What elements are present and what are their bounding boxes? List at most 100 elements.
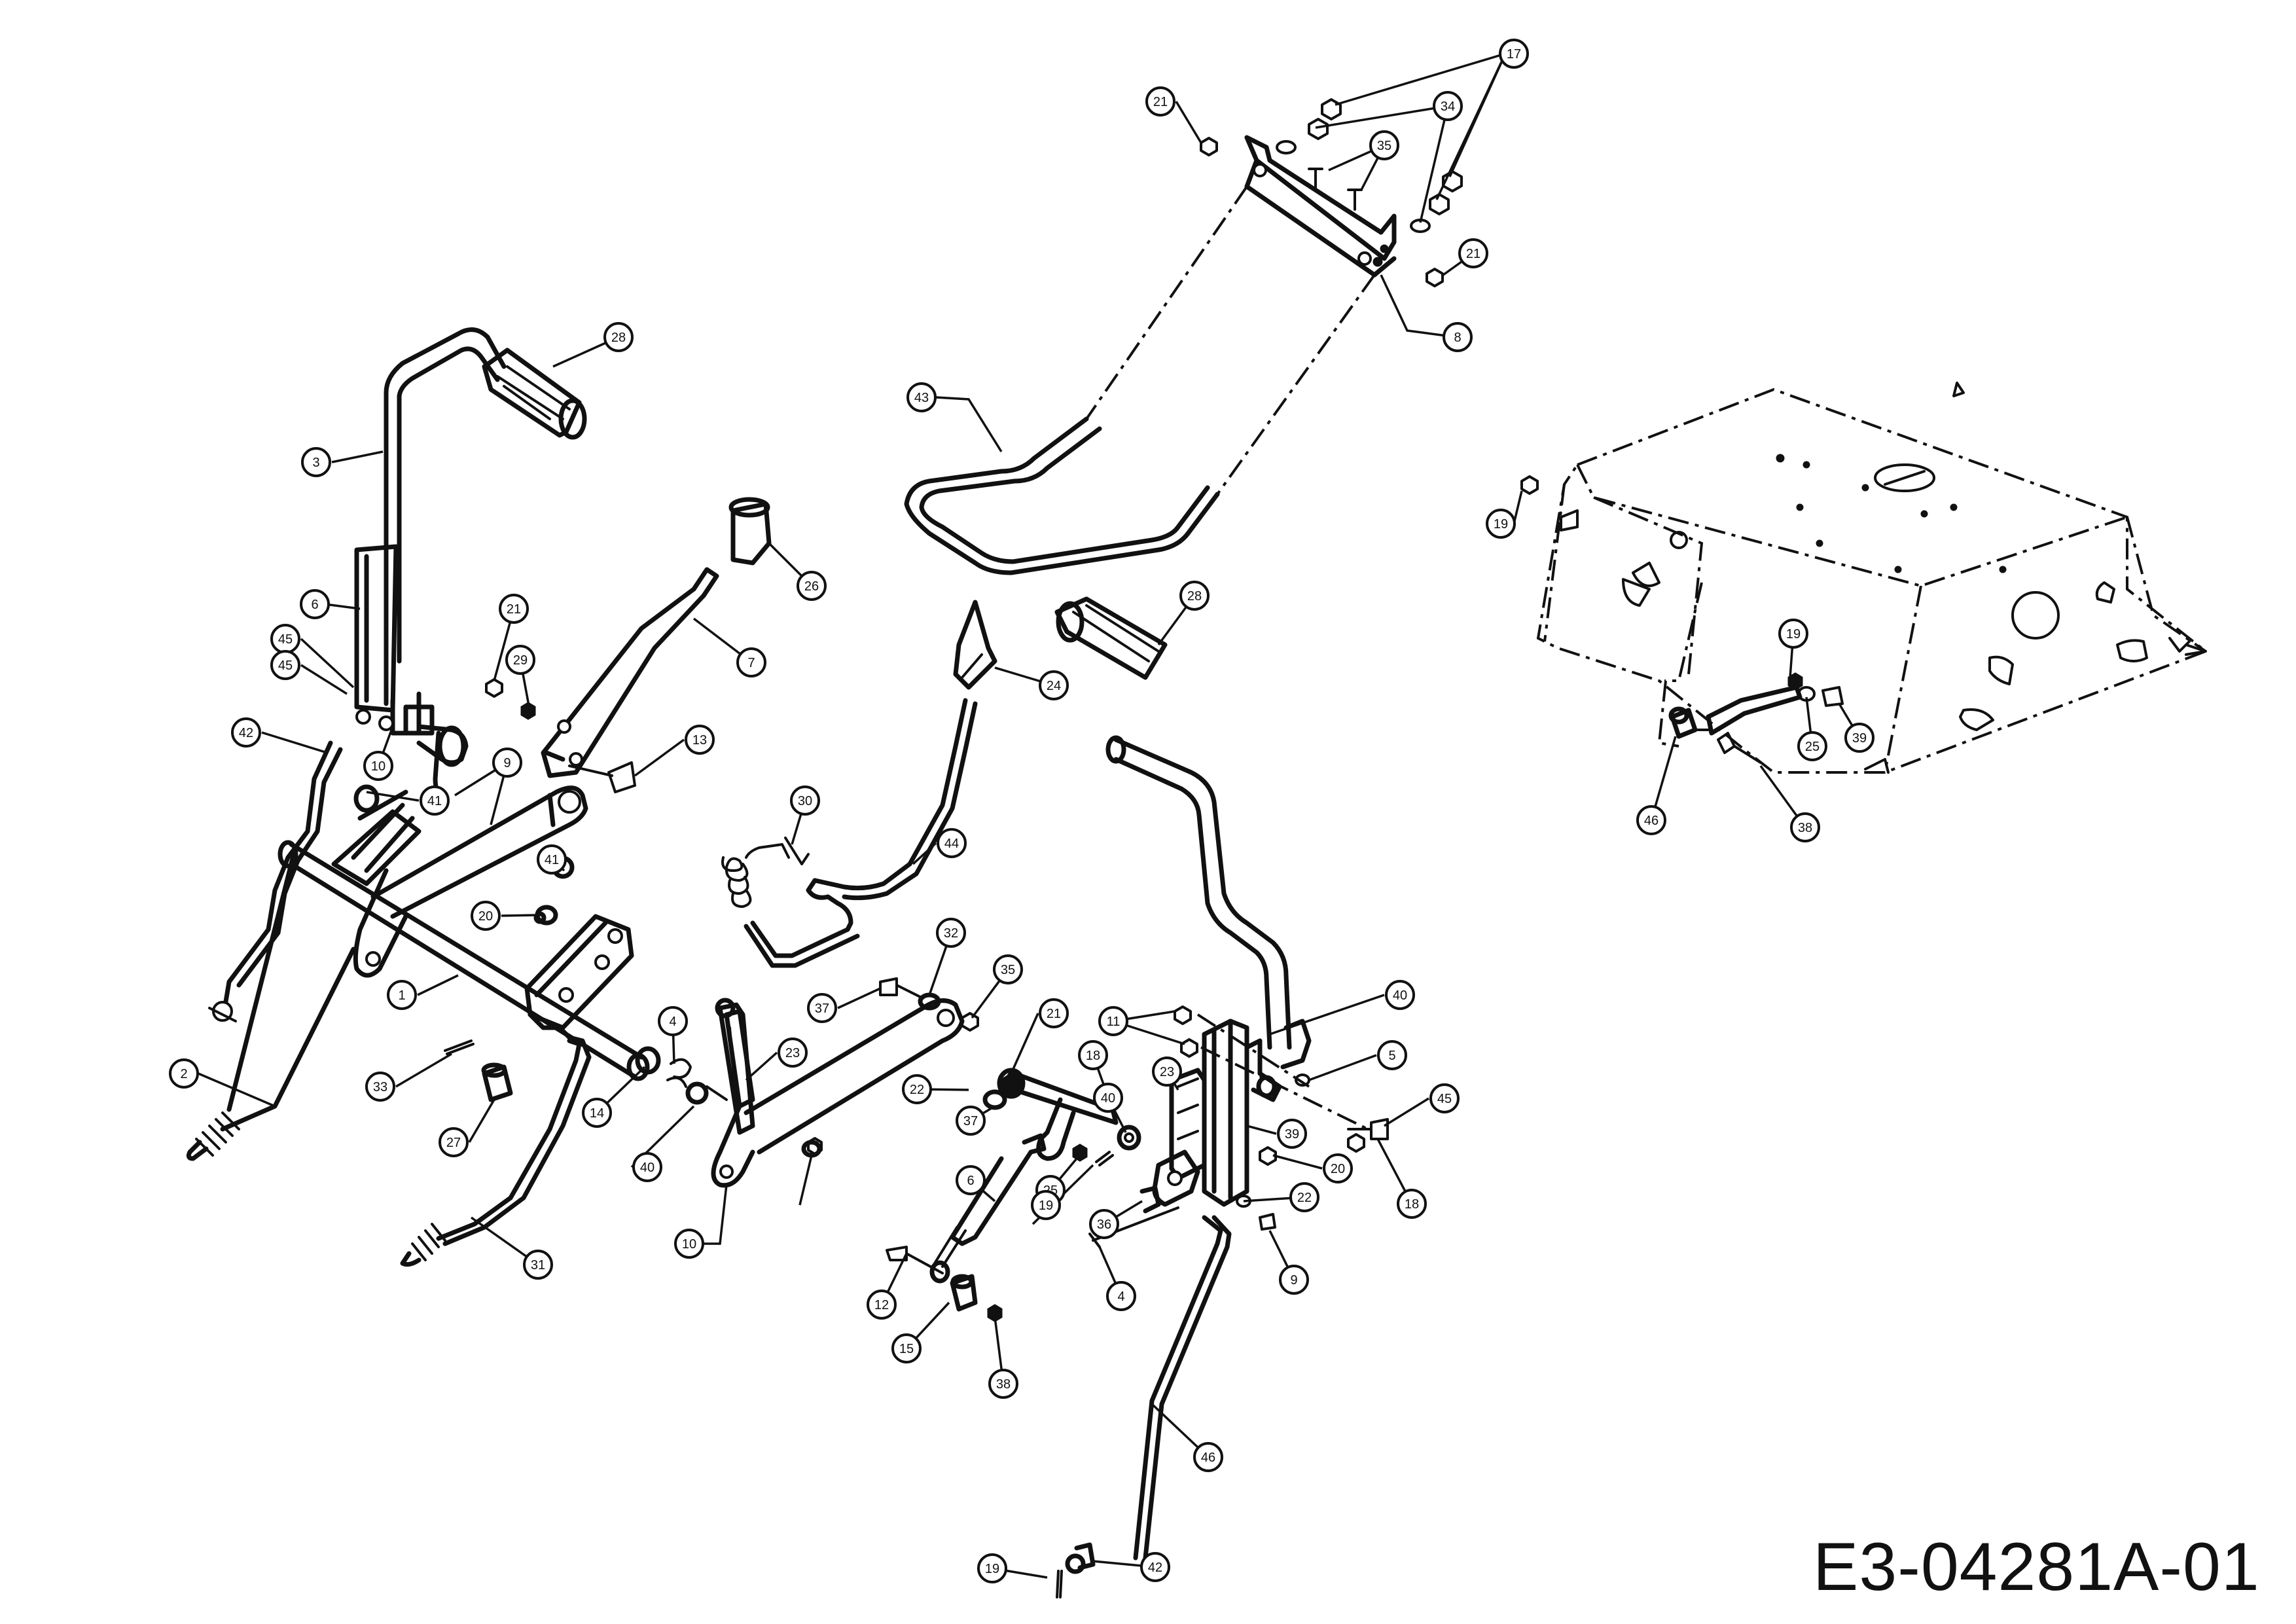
callout-circle bbox=[1193, 1442, 1223, 1472]
callout-circle bbox=[867, 1290, 897, 1320]
callout-number: 3 bbox=[312, 456, 319, 470]
callout-circle bbox=[420, 785, 450, 816]
callout-15: 15 bbox=[891, 1333, 922, 1363]
callout-circle bbox=[1179, 581, 1210, 611]
callout-number: 20 bbox=[1331, 1162, 1345, 1176]
bolt-38-right bbox=[886, 1246, 944, 1274]
callout-number: 22 bbox=[910, 1083, 924, 1097]
callout-38: 38 bbox=[988, 1369, 1018, 1399]
callout-30: 30 bbox=[790, 785, 820, 816]
drawing-reference-code: E3-04281A-01 bbox=[1813, 1529, 2260, 1605]
right-control-bar-2 bbox=[1105, 735, 1312, 1070]
callout-circle bbox=[582, 1098, 612, 1128]
callout-number: 9 bbox=[1290, 1273, 1297, 1288]
spacer-46-right bbox=[950, 1274, 978, 1312]
callout-circle bbox=[1145, 86, 1175, 117]
callout-number: 19 bbox=[1786, 627, 1801, 641]
right-lever-rod-44 bbox=[744, 698, 978, 968]
callout-circle bbox=[993, 954, 1023, 984]
callout-number: 40 bbox=[640, 1161, 655, 1175]
callout-number: 42 bbox=[239, 726, 253, 740]
callout-circle bbox=[1429, 1083, 1460, 1113]
callout-number: 40 bbox=[1393, 988, 1407, 1003]
callout-circle bbox=[537, 844, 567, 875]
callout-number: 44 bbox=[944, 837, 959, 851]
callout-circle bbox=[891, 1333, 922, 1363]
callout-circle bbox=[736, 647, 766, 677]
roll-pin-22-left bbox=[444, 1039, 475, 1055]
callout-37: 37 bbox=[807, 993, 837, 1023]
callout-20: 20 bbox=[1323, 1153, 1353, 1183]
callout-number: 26 bbox=[804, 579, 819, 594]
callout-44: 44 bbox=[937, 828, 967, 858]
callout-number: 41 bbox=[545, 853, 559, 867]
callout-number: 5 bbox=[1388, 1049, 1395, 1063]
callout-number: 6 bbox=[311, 598, 318, 612]
callout-number: 35 bbox=[1001, 963, 1015, 977]
callout-8: 8 bbox=[1443, 322, 1473, 352]
callout-circle bbox=[1790, 812, 1820, 842]
callout-circle bbox=[1323, 1153, 1353, 1183]
callout-circle bbox=[505, 645, 535, 675]
callout-circle bbox=[1377, 1040, 1407, 1070]
callout-circle bbox=[471, 901, 501, 931]
callout-number: 15 bbox=[899, 1342, 914, 1356]
callout-12: 12 bbox=[867, 1290, 897, 1320]
callout-40: 40 bbox=[632, 1152, 662, 1182]
callout-5: 5 bbox=[1377, 1040, 1407, 1070]
callout-19: 19 bbox=[1031, 1190, 1061, 1220]
callout-circle bbox=[169, 1058, 199, 1089]
bushing-20-upper bbox=[533, 905, 558, 926]
frame-hardware bbox=[1520, 475, 1844, 764]
callout-circle bbox=[1031, 1190, 1061, 1220]
gas-spring-25-right bbox=[929, 1089, 1114, 1284]
callout-22: 22 bbox=[1289, 1182, 1319, 1212]
callout-10: 10 bbox=[363, 751, 393, 781]
callout-circle bbox=[1369, 130, 1399, 160]
seat-frame-tube bbox=[904, 416, 1220, 575]
nut-21-left bbox=[485, 678, 503, 698]
seat-hardware bbox=[1200, 98, 1463, 287]
callout-10: 10 bbox=[674, 1229, 704, 1259]
callout-number: 17 bbox=[1507, 47, 1521, 62]
callout-25: 25 bbox=[1797, 731, 1827, 761]
bushing-27 bbox=[481, 1062, 513, 1102]
callout-number: 21 bbox=[507, 602, 521, 617]
callout-45: 45 bbox=[1429, 1083, 1460, 1113]
callout-circle bbox=[1636, 805, 1666, 835]
callout-circle bbox=[387, 980, 417, 1010]
callout-number: 43 bbox=[914, 391, 929, 405]
callout-number: 6 bbox=[967, 1174, 974, 1188]
callout-18: 18 bbox=[1078, 1040, 1108, 1070]
callout-35: 35 bbox=[1369, 130, 1399, 160]
callout-circle bbox=[300, 589, 330, 619]
callout-circle bbox=[632, 1152, 662, 1182]
callout-number: 19 bbox=[1039, 1199, 1053, 1213]
callout-number: 19 bbox=[1494, 517, 1508, 532]
callout-circle bbox=[1499, 39, 1529, 69]
callout-circle bbox=[988, 1369, 1018, 1399]
callout-46: 46 bbox=[1193, 1442, 1223, 1472]
callout-number: 25 bbox=[1805, 740, 1820, 754]
callout-number: 9 bbox=[503, 756, 511, 770]
callout-number: 36 bbox=[1097, 1218, 1111, 1232]
callout-circle bbox=[1458, 238, 1488, 268]
callout-number: 33 bbox=[373, 1080, 387, 1094]
callout-6: 6 bbox=[956, 1165, 986, 1195]
callout-circle bbox=[778, 1038, 808, 1068]
callout-circle bbox=[363, 751, 393, 781]
callout-circle bbox=[1089, 1209, 1119, 1239]
callout-40: 40 bbox=[1385, 980, 1415, 1010]
callout-number: 38 bbox=[996, 1377, 1011, 1392]
callout-24: 24 bbox=[1039, 670, 1069, 700]
lever-knob-26 bbox=[728, 497, 772, 566]
callout-number: 35 bbox=[1377, 139, 1391, 153]
callout-circle bbox=[439, 1127, 469, 1157]
left-link-rod-42 bbox=[208, 740, 343, 1022]
right-lever-bracket-6 bbox=[1202, 1019, 1282, 1207]
pin-37-upper bbox=[715, 998, 736, 1019]
callout-number: 23 bbox=[785, 1046, 800, 1060]
callout-6: 6 bbox=[300, 589, 330, 619]
callout-21: 21 bbox=[499, 594, 529, 624]
callout-26: 26 bbox=[797, 571, 827, 601]
